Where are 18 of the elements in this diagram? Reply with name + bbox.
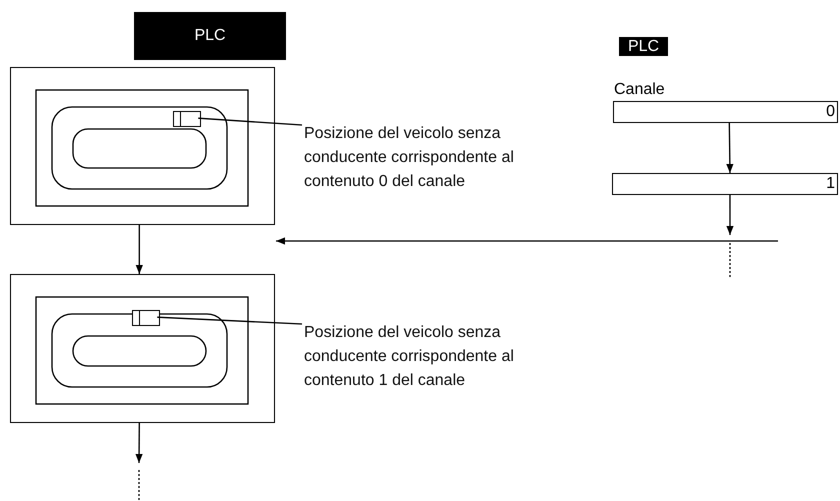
callout-text: Posizione del veicolo senza conducente corrispondente al contenuto 0 del canale: [304, 122, 529, 198]
leader-line: [198, 118, 302, 126]
field-heading: Canale: [614, 81, 665, 99]
screen-drawing: [10, 67, 275, 225]
callout-text: Posizione del veicolo senza conducente corrispondente al contenuto 1 del canale: [304, 321, 529, 397]
arrow: [276, 237, 778, 245]
channel-field: 0: [613, 101, 838, 123]
title-label: PLC: [619, 37, 668, 56]
screen-drawing: [10, 274, 275, 423]
leader-line: [157, 316, 302, 325]
vehicle-icon: [132, 310, 160, 326]
arrow: [726, 123, 734, 173]
arrow: [135, 423, 143, 463]
vehicle-icon: [172, 110, 200, 126]
arrow: [136, 225, 143, 274]
title-label: PLC: [134, 12, 286, 60]
arrow: [726, 195, 734, 235]
channel-field: 1: [612, 173, 838, 195]
